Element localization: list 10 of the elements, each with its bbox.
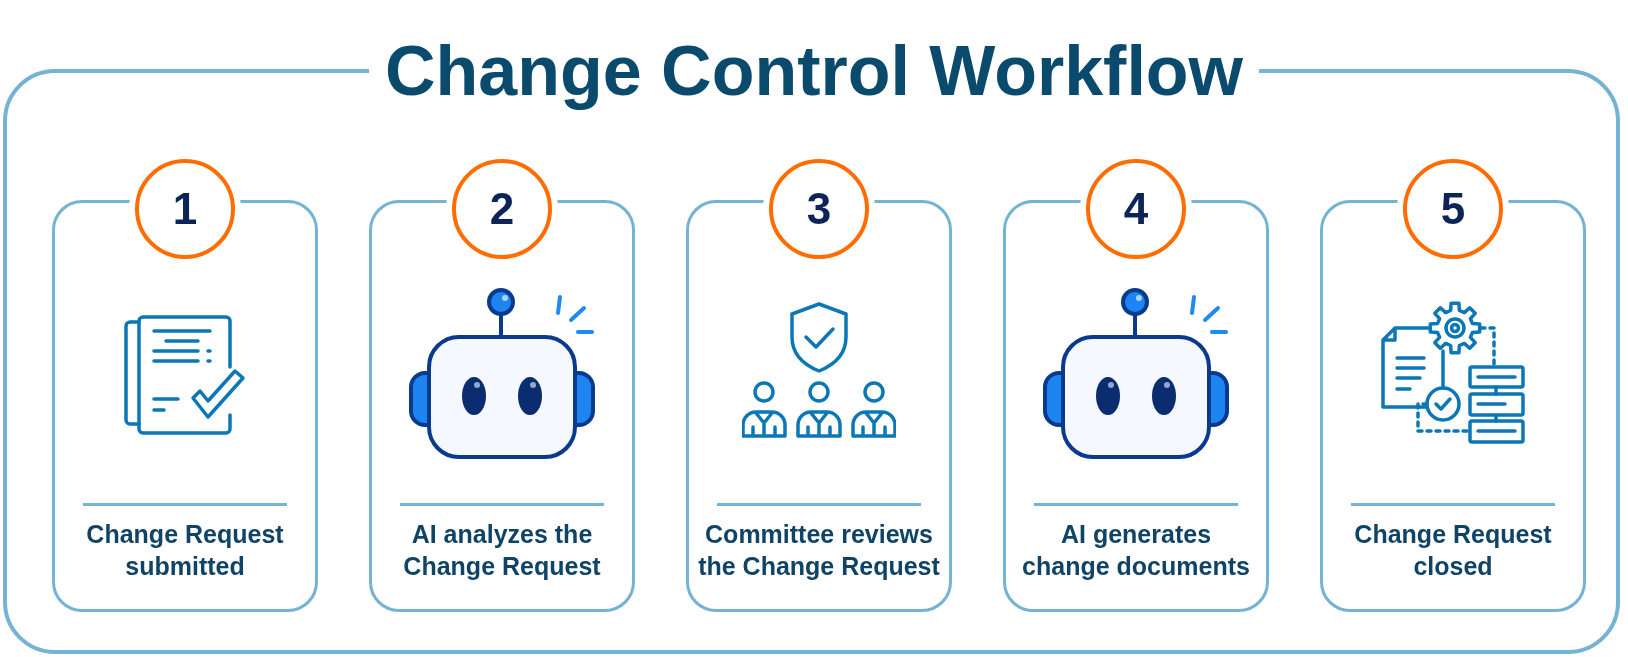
step-label: Committee reviews the Change Request: [697, 519, 941, 582]
step-label: AI generates change documents: [1021, 519, 1251, 582]
step-number: 1: [172, 187, 198, 231]
step-number: 4: [1123, 187, 1149, 231]
step-label: Change Request submitted: [85, 519, 285, 582]
step-label: AI analyzes the Change Request: [402, 519, 602, 582]
step-number: 2: [489, 187, 515, 231]
step-label: Change Request closed: [1353, 519, 1553, 582]
step-number: 5: [1440, 187, 1466, 231]
step-number: 3: [806, 187, 832, 231]
